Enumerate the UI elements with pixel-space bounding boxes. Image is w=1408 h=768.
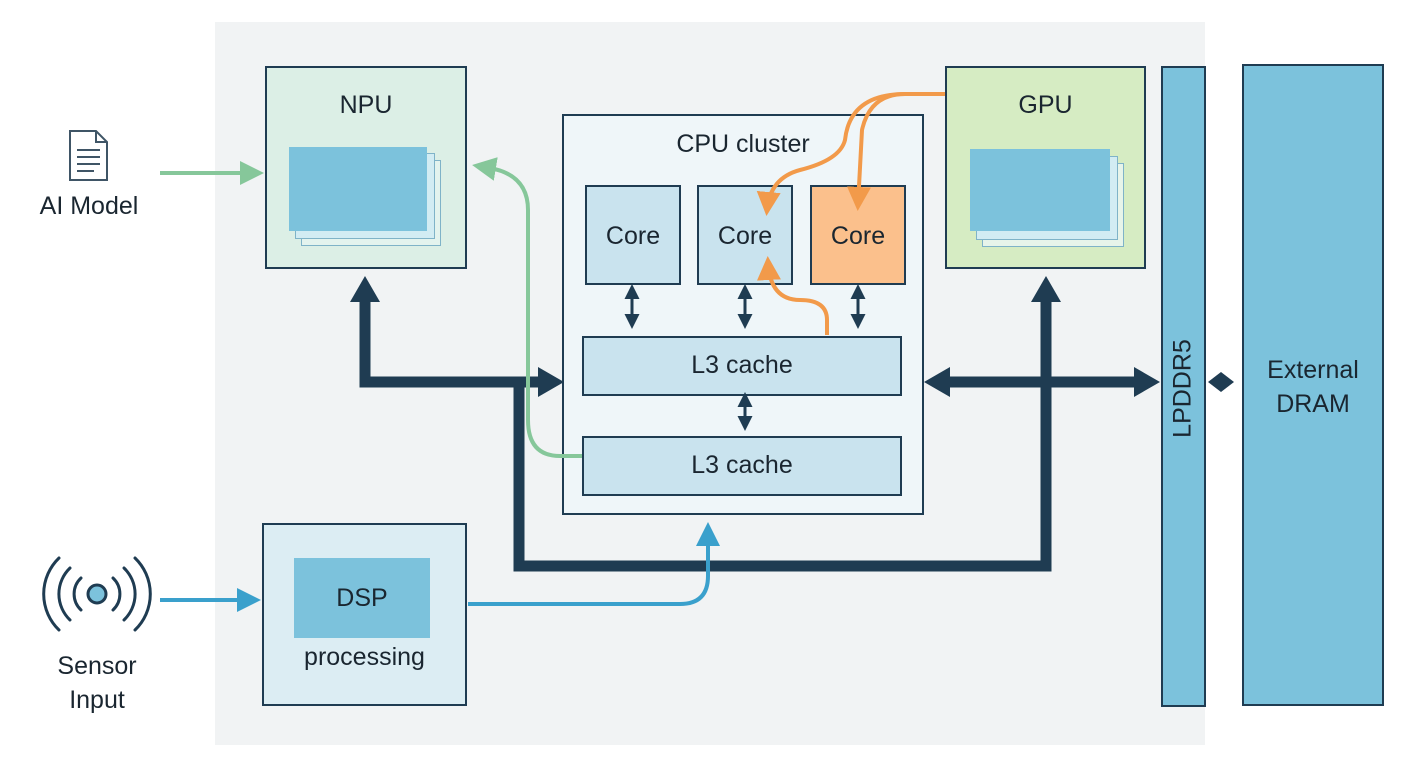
external-dram-label-line2: DRAM	[1276, 390, 1350, 418]
dsp-to-cache-arrow	[468, 522, 720, 606]
core-2-label: Core	[717, 222, 773, 250]
bus-arrowheads	[350, 276, 1234, 397]
cpu-cluster-label: CPU cluster	[676, 130, 810, 158]
core-cache-links	[624, 284, 866, 431]
core-3-label: Core	[830, 222, 886, 250]
lpddr5-block[interactable]	[1161, 66, 1206, 707]
sensor-signal-icon	[42, 556, 152, 632]
dsp-sub-label: processing	[304, 643, 425, 671]
system-bus	[359, 302, 1134, 572]
sensor-input-label-line2: Input	[69, 686, 125, 714]
dsp-core	[294, 558, 430, 638]
ai-model-label: AI Model	[39, 192, 139, 220]
l3-cache-top-label: L3 cache	[691, 351, 793, 379]
document-icon	[69, 130, 108, 181]
external-dram-block[interactable]	[1242, 64, 1384, 706]
gpu-label: GPU	[1018, 91, 1073, 119]
core3-to-core2-arrow	[756, 256, 829, 335]
gpu-to-core2-arrow	[756, 92, 906, 216]
external-dram-label-line1: External	[1267, 356, 1359, 384]
sensor-input-label-line1: Sensor	[57, 652, 137, 680]
l3-cache-top[interactable]	[582, 336, 902, 396]
l3-cache-bottom-label: L3 cache	[691, 451, 793, 479]
l3-cache-bottom[interactable]	[582, 436, 902, 496]
npu-label: NPU	[339, 91, 393, 119]
gpu-layer-1	[970, 149, 1110, 231]
npu-layer-1	[289, 147, 427, 231]
dsp-label: DSP	[336, 584, 388, 612]
gpu-to-core3-arrow	[846, 92, 945, 211]
cache-to-npu-arrow	[472, 157, 582, 458]
core-1-label: Core	[605, 222, 661, 250]
